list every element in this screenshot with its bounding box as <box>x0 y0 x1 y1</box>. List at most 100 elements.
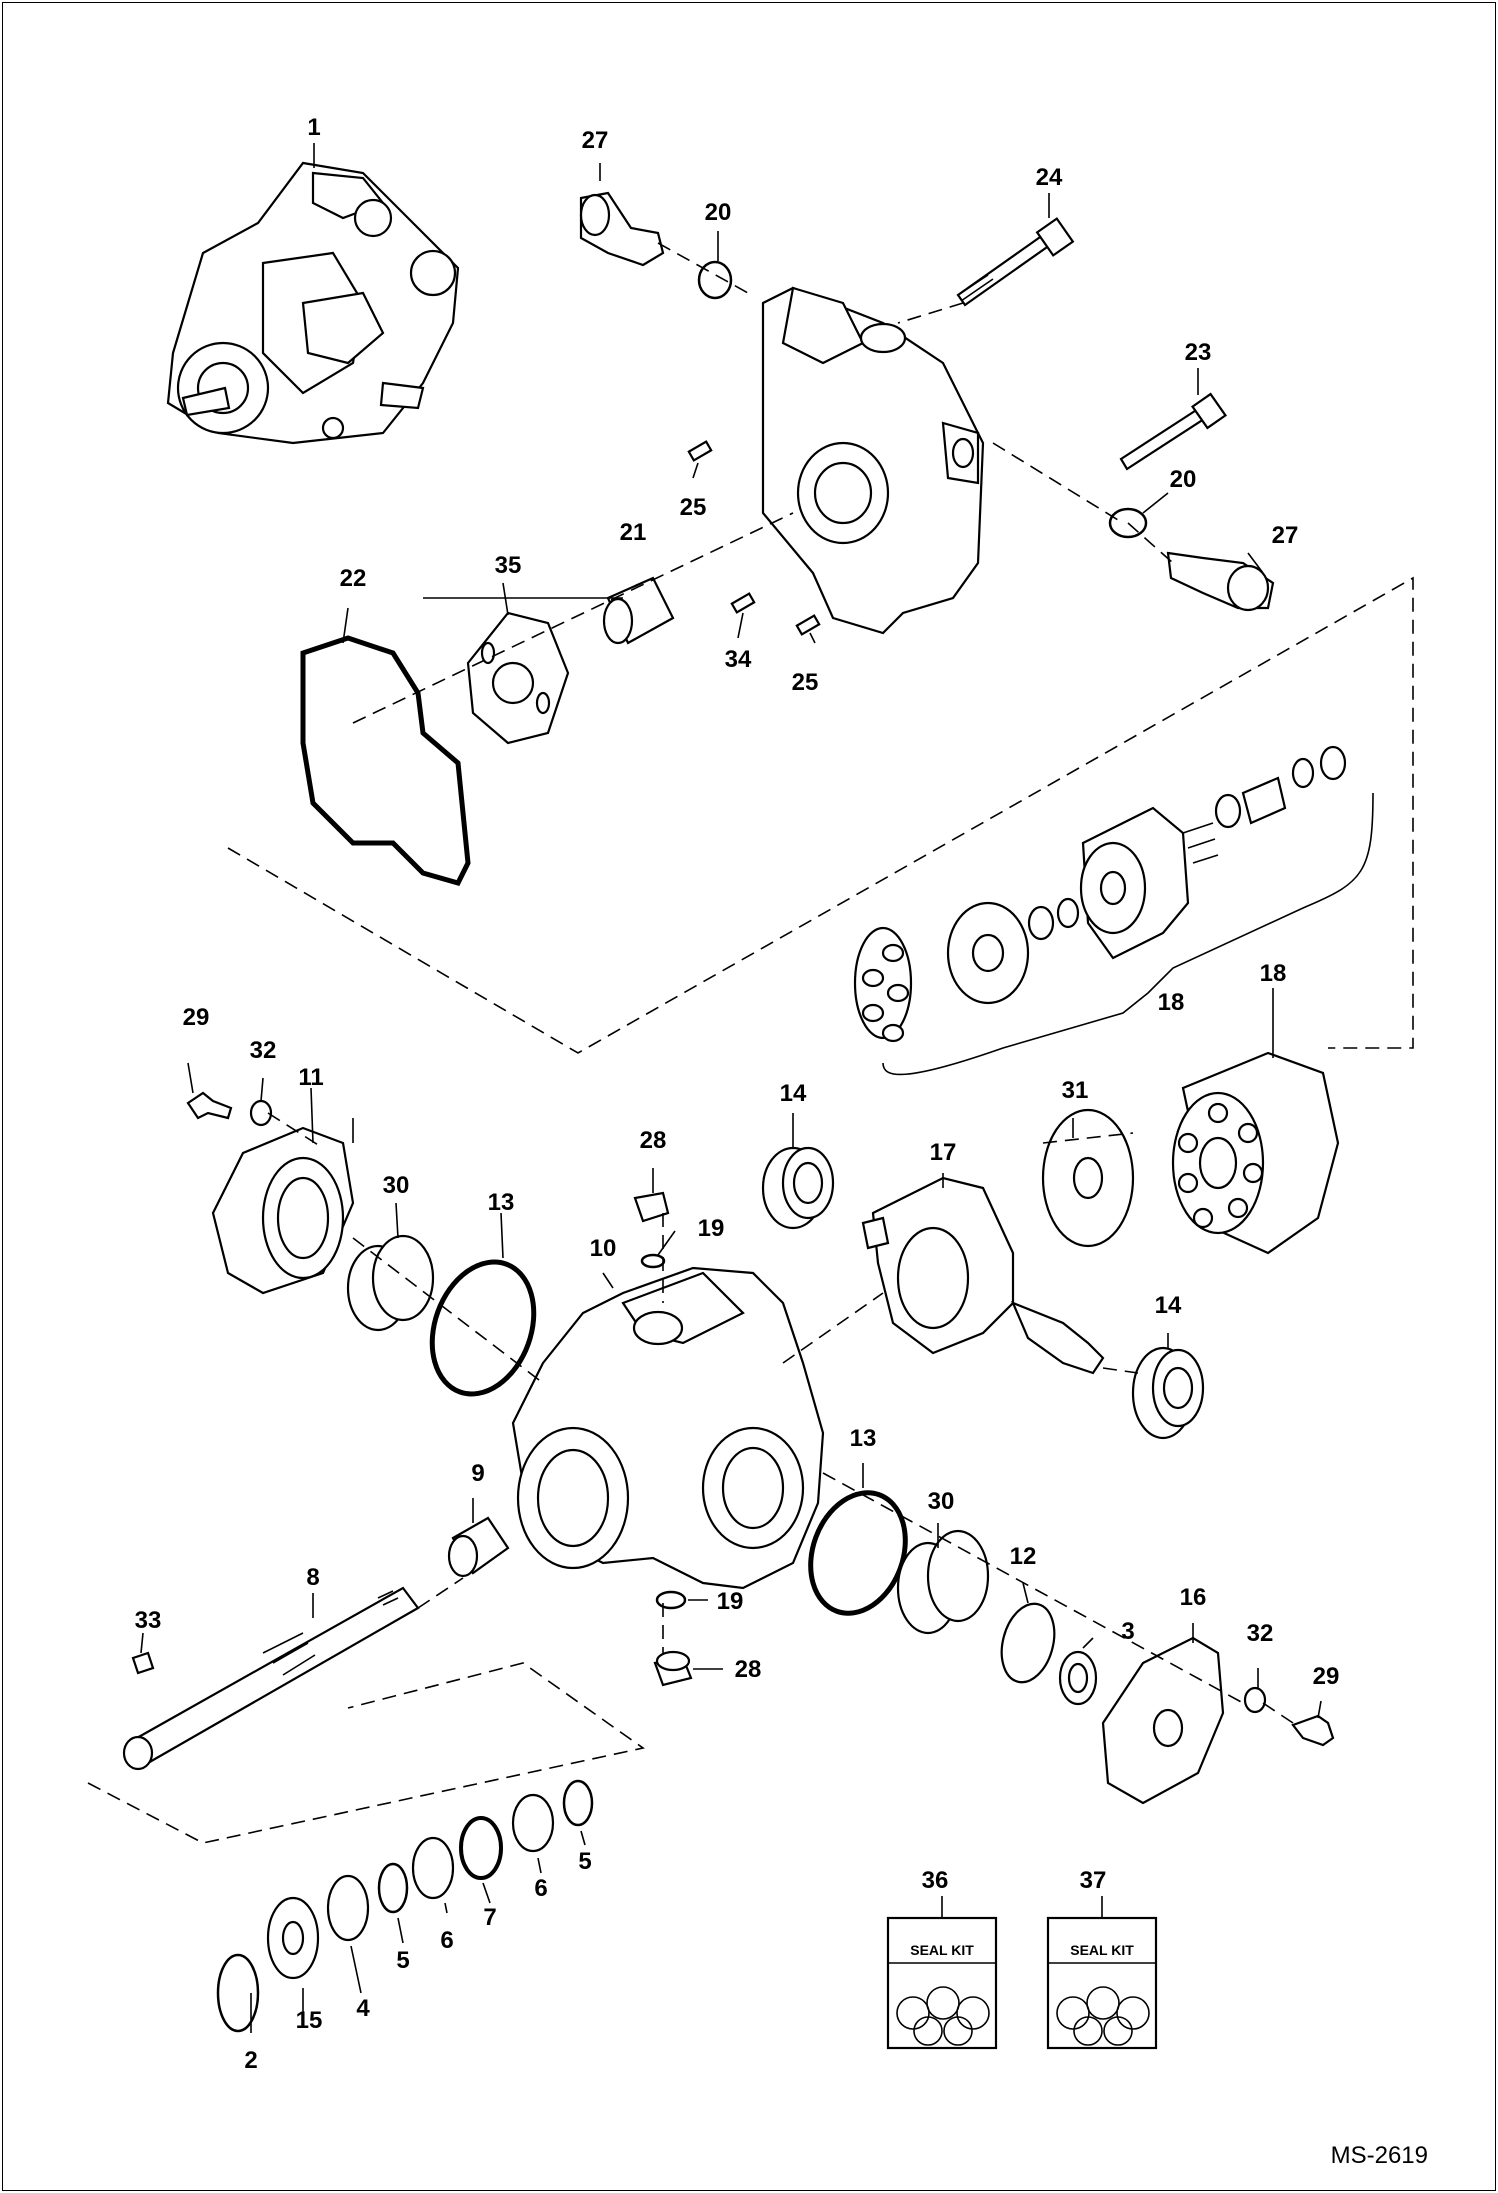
seal-7 <box>459 1816 503 1880</box>
callout-35: 35 <box>495 552 522 579</box>
callout-14b: 14 <box>1155 1292 1182 1319</box>
key-33 <box>131 1651 155 1675</box>
centerline-upper-cap <box>352 242 1174 724</box>
callout-27a: 27 <box>582 127 609 154</box>
drawing-number: MS-2619 <box>1331 2142 1428 2169</box>
callout-25b: 25 <box>792 669 819 696</box>
callout-32a: 32 <box>250 1037 277 1064</box>
main-housing-10 <box>511 1266 825 1590</box>
callout-6b: 6 <box>534 1875 547 1902</box>
bolt-29-lower <box>1291 1714 1335 1747</box>
plug-28-upper <box>633 1191 670 1223</box>
callout-31: 31 <box>1062 1077 1089 1104</box>
callout-25a: 25 <box>680 494 707 521</box>
callout-36: 36 <box>922 1867 949 1894</box>
end-cover-16 <box>1101 1636 1225 1805</box>
o-ring-20-upper <box>697 260 733 300</box>
callout-9: 9 <box>471 1460 484 1487</box>
washer-6a <box>411 1836 455 1900</box>
relief-valve-27-upper <box>579 191 665 267</box>
callout-8: 8 <box>306 1564 319 1591</box>
callout-24: 24 <box>1036 164 1063 191</box>
seal-kit-36-label: SEAL KIT <box>910 1942 974 1958</box>
flange-11 <box>211 1126 355 1295</box>
callout-19b: 19 <box>717 1588 744 1615</box>
swashplate-17 <box>861 1176 1105 1375</box>
callout-16: 16 <box>1180 1584 1207 1611</box>
callout-15: 15 <box>296 2007 323 2034</box>
taper-bearing-14-upper <box>761 1146 835 1230</box>
callout-5b: 5 <box>578 1848 591 1875</box>
relief-valve-27-lower <box>1166 551 1275 612</box>
callout-18b: 18 <box>1260 960 1287 987</box>
callout-10: 10 <box>590 1235 617 1262</box>
leader-lines <box>140 143 1322 2033</box>
shim-12 <box>1000 1602 1056 1684</box>
snap-ring-2 <box>216 1953 260 2033</box>
pump-assembly-1 <box>166 161 460 445</box>
callout-3: 3 <box>1121 1618 1134 1645</box>
bracket-18 <box>882 792 1374 1076</box>
callout-1: 1 <box>307 114 320 141</box>
callout-19a: 19 <box>698 1215 725 1242</box>
bearing-cup-30-lower <box>896 1529 990 1635</box>
o-ring-13-upper <box>429 1259 537 1397</box>
washer-6b <box>511 1793 555 1853</box>
o-ring-19-upper <box>640 1253 666 1269</box>
bolt-29-upper <box>186 1091 233 1120</box>
callout-33: 33 <box>135 1607 162 1634</box>
callout-18a: 18 <box>1158 989 1185 1016</box>
callout-22: 22 <box>340 565 367 592</box>
drive-shaft-8 <box>122 1586 420 1771</box>
end-cap-housing <box>761 286 985 635</box>
cylinder-block-18 <box>1171 1051 1340 1255</box>
centerline-main <box>267 1112 1294 1724</box>
callout-28a: 28 <box>640 1127 667 1154</box>
callout-23: 23 <box>1185 339 1212 366</box>
callout-37: 37 <box>1080 1867 1107 1894</box>
callout-30a: 30 <box>383 1172 410 1199</box>
callout-2: 2 <box>244 2047 257 2074</box>
shaft-seal-3 <box>1058 1650 1098 1706</box>
callout-13b: 13 <box>850 1425 877 1452</box>
callout-32b: 32 <box>1247 1620 1274 1647</box>
callout-6a: 6 <box>440 1927 453 1954</box>
taper-bearing-14-lower <box>1131 1346 1205 1440</box>
thrust-plate-31 <box>1041 1108 1135 1248</box>
washer-4 <box>326 1874 370 1942</box>
callout-28b: 28 <box>735 1656 762 1683</box>
callout-13a: 13 <box>488 1189 515 1216</box>
pin-25-lower <box>795 614 821 636</box>
needle-bearing-21 <box>602 576 675 645</box>
callout-29b: 29 <box>1313 1663 1340 1690</box>
bearing-cup-30-upper <box>346 1234 435 1332</box>
seal-kit-37-label: SEAL KIT <box>1070 1942 1134 1958</box>
callout-14a: 14 <box>780 1080 807 1107</box>
o-ring-19-lower <box>655 1590 687 1610</box>
callout-17: 17 <box>930 1139 957 1166</box>
pin-34 <box>730 592 756 614</box>
bolt-24 <box>956 217 1075 307</box>
valve-plate-35 <box>466 611 570 745</box>
diagram-canvas: SEAL KIT SEAL KIT 1 2 3 4 5 5 6 6 7 8 9 … <box>87 114 1428 2169</box>
dashed-boundary-lower <box>87 1662 645 1844</box>
callout-34: 34 <box>725 646 752 673</box>
callout-27b: 27 <box>1272 522 1299 549</box>
snap-ring-5b <box>562 1779 594 1827</box>
gasket-22 <box>300 635 471 886</box>
callout-29a: 29 <box>183 1004 210 1031</box>
o-ring-20-lower <box>1108 507 1148 539</box>
callout-11: 11 <box>298 1064 323 1091</box>
seal-kit-36: SEAL KIT <box>886 1916 998 2050</box>
dashed-boundary-upper <box>227 576 1414 1054</box>
callout-21: 21 <box>620 519 647 546</box>
pin-25-upper <box>687 440 713 462</box>
callout-30b: 30 <box>928 1488 955 1515</box>
washer-15 <box>266 1896 320 1980</box>
needle-bearing-9 <box>447 1516 510 1578</box>
callout-5a: 5 <box>396 1947 409 1974</box>
bolt-23 <box>1119 392 1227 471</box>
seal-kit-37: SEAL KIT <box>1046 1916 1158 2050</box>
washer-32-lower <box>1243 1686 1267 1714</box>
